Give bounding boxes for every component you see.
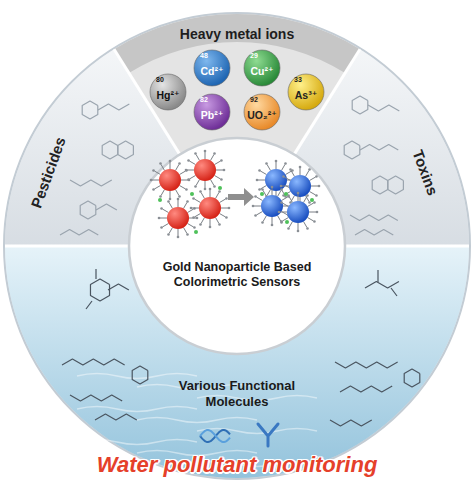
ion-ball: 29Cu²⁺ bbox=[243, 49, 281, 87]
metal-header-band bbox=[114, 14, 360, 73]
ion-symbol: Pb²⁺ bbox=[201, 109, 223, 121]
atomic-number: 92 bbox=[250, 96, 258, 104]
nanoparticles bbox=[150, 150, 321, 239]
ion-ball: 82Pb²⁺ bbox=[193, 93, 231, 131]
molecule-sketches bbox=[60, 96, 420, 426]
divider bbox=[5, 245, 129, 248]
atomic-number: 82 bbox=[200, 96, 208, 104]
ion-ball: 48Cd²⁺ bbox=[193, 49, 231, 87]
ion-symbol: Cu²⁺ bbox=[250, 65, 273, 77]
ion-symbol: Cd²⁺ bbox=[200, 65, 223, 77]
sector-panel: Various Functional Molecules bbox=[157, 375, 317, 413]
ion-ball: 80Hg²⁺ bbox=[149, 73, 187, 111]
atomic-number: 33 bbox=[294, 76, 302, 84]
ion-ball: 33As³⁺ bbox=[287, 73, 325, 111]
ion-symbol: UO₂²⁺ bbox=[247, 109, 276, 121]
center-panel: Gold Nanoparticle Based Colorimetric Sen… bbox=[129, 138, 345, 354]
atomic-number: 29 bbox=[250, 52, 258, 60]
outer-disc bbox=[4, 13, 470, 479]
ion-symbol: Hg²⁺ bbox=[156, 89, 179, 101]
ion-ball: 92UO₂²⁺ bbox=[243, 93, 281, 131]
divider bbox=[345, 245, 469, 248]
caption: Water pollutant monitoring bbox=[97, 452, 378, 478]
biomolecule-icons bbox=[200, 424, 278, 446]
node-text: Gold Nanoparticle Based Colorimetric Sen… bbox=[149, 260, 325, 290]
node-text: Various Functional Molecules bbox=[160, 378, 314, 410]
node-text: Heavy metal ions bbox=[180, 26, 294, 42]
atomic-number: 80 bbox=[156, 76, 164, 84]
water-sector bbox=[5, 246, 469, 478]
ion-symbol: As³⁺ bbox=[295, 89, 317, 101]
metal-sector bbox=[114, 14, 360, 154]
atomic-number: 48 bbox=[200, 52, 208, 60]
center-circle bbox=[129, 138, 345, 354]
sector-panel: Heavy metal ions80Hg²⁺48Cd²⁺29Cu²⁺33As³⁺… bbox=[114, 6, 360, 156]
